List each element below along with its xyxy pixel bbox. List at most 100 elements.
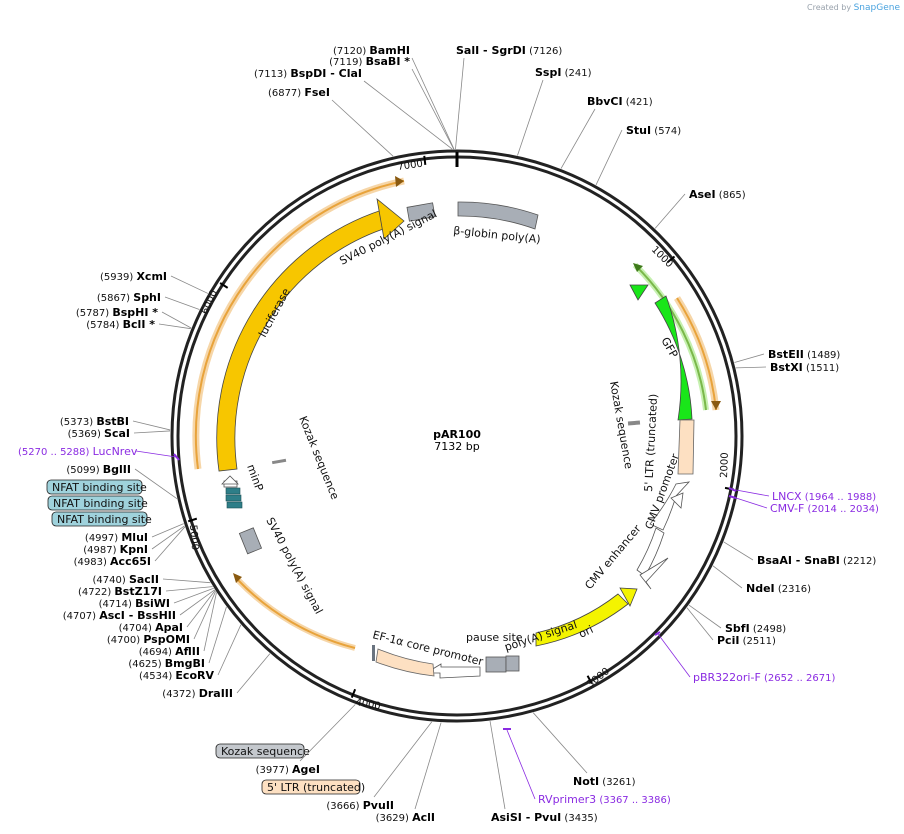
enzyme-noti[interactable]: NotI (3261) [573,775,636,788]
leader-ndei [712,565,743,589]
enzyme-label-aflii: (4694) AflII [139,645,200,658]
snapgene-logo: SnapGene [853,3,900,13]
enzyme-ecorv[interactable]: (4534) EcoRV [139,669,214,682]
enzyme-xcmi[interactable]: (5939) XcmI [100,270,167,283]
enzyme-apai[interactable]: (4704) ApaI [119,621,183,634]
enzyme-label-bmgbi: (4625) BmgBI [128,657,205,670]
nfat-site-1[interactable] [225,487,241,495]
enzyme-aflii[interactable]: (4694) AflII [139,645,200,658]
enzyme-label-bamhi: (7120) BamHI [333,44,410,57]
pause-site-feature[interactable] [505,655,520,672]
primer-pbr322ori-f[interactable]: pBR322ori-F (2652 .. 2671) [693,671,835,684]
enzyme-sphi[interactable]: (5867) SphI [97,291,161,304]
nfat-label-1[interactable]: NFAT binding site [46,479,147,495]
cmv-promoter-arrowhead [670,492,684,509]
leader-sbfi [688,604,722,629]
cmv-enhancer-feature[interactable] [636,527,665,577]
leader-kpni [151,525,185,550]
enzyme-sbfi[interactable]: SbfI (2498) [725,622,786,635]
nfat-label-3[interactable]: NFAT binding site [51,511,152,527]
enzyme-bsaai[interactable]: BsaAI - SnaBI (2212) [757,554,876,567]
enzyme-pcii[interactable]: PciI (2511) [717,634,776,647]
enzyme-stui[interactable]: StuI (574) [626,124,681,137]
primer-mark-lncx [728,487,737,492]
leader-bstbi [132,420,171,431]
enzyme-label-fsei: (6877) FseI [268,86,330,99]
enzyme-bcli[interactable]: (5784) BclI * [86,318,155,331]
sv40-polya-bottom-feature[interactable] [238,527,263,555]
enzyme-acc65i[interactable]: (4983) Acc65I [74,555,151,568]
enzyme-label-xcmi: (5939) XcmI [100,270,167,283]
gfp-orf-inner-arrow [633,263,643,272]
enzyme-draiii[interactable]: (4372) DraIII [162,687,233,700]
enzyme-scai[interactable]: (5369) ScaI [68,427,130,440]
leader-bspdi [363,80,453,150]
betaglobin-label: β-globin poly(A) [453,224,542,246]
enzyme-bstz17i[interactable]: (4722) BstZ17I [78,585,162,598]
primer-leader-rvprimer3 [506,729,536,800]
enzyme-label-agei: (3977) AgeI [256,763,320,776]
enzyme-bmgbi[interactable]: (4625) BmgBI [128,657,205,670]
enzyme-kpni[interactable]: (4987) KpnI [83,543,148,556]
primer-lucnrev[interactable]: (5270 .. 5288) LucNrev [18,445,138,458]
kozak-bottom-box[interactable]: Kozak sequence [215,743,310,759]
enzyme-asei[interactable]: AseI (865) [689,188,746,201]
enzyme-label-asei: AseI (865) [689,188,746,201]
ori-label: ori [577,623,595,641]
enzyme-asci[interactable]: (4707) AscI - BssHII [63,609,176,622]
ltr-label: 5' LTR (truncated) [642,393,660,492]
ef1a-promoter-feature[interactable] [375,648,435,677]
leader-asisi [489,721,506,810]
primer-cmv-f[interactable]: CMV-F (2014 .. 2034) [770,502,879,515]
enzyme-mlui[interactable]: (4997) MluI [85,531,148,544]
nfat-site-2[interactable] [225,494,242,502]
enzyme-ndei[interactable]: NdeI (2316) [746,582,811,595]
enzyme-label-acc65i: (4983) Acc65I [74,555,151,568]
enzyme-agei[interactable]: (3977) AgeI [256,763,320,776]
luciferase-arrowhead [376,198,405,240]
sv40-polya-top-feature[interactable] [406,202,436,222]
primer-leader-lucnrev [135,450,177,458]
ltr-bottom-box[interactable]: 5' LTR (truncated) [261,779,365,795]
enzyme-bsteii[interactable]: BstEII (1489) [768,348,840,361]
enzyme-asisi[interactable]: AsiSI - PvuI (3435) [491,811,598,824]
primer-lncx[interactable]: LNCX (1964 .. 1988) [772,490,876,503]
luciferase-orf-line [194,180,405,470]
betaglobin-polya-feature[interactable] [457,201,539,230]
enzyme-pvuii[interactable]: (3666) PvuII [326,799,394,812]
leader-bsabi [411,68,455,150]
polya-signal-feature[interactable] [485,656,507,673]
enzyme-bsphi[interactable]: (5787) BspHI * [76,306,158,319]
tick-label-5000: 5000 [187,524,200,550]
enzyme-bspdi[interactable]: (7113) BspDI - ClaI [254,67,362,80]
tick-1000 [666,255,676,264]
ori-feature[interactable] [535,593,629,647]
enzyme-label-pvuii: (3666) PvuII [326,799,394,812]
enzyme-label-bstbi: (5373) BstBI [60,415,129,428]
enzyme-acli[interactable]: (3629) AclI [376,811,435,824]
enzyme-label-sali: SalI - SgrDI (7126) [456,44,562,57]
enzyme-fsei[interactable]: (6877) FseI [268,86,330,99]
enzyme-sali[interactable]: SalI - SgrDI (7126) [456,44,562,57]
leader-bsphi [161,311,192,329]
enzyme-label-bsabi: (7119) BsaBI * [329,55,410,68]
enzyme-bstxi[interactable]: BstXI (1511) [770,361,839,374]
primer-rvprimer3[interactable]: RVprimer3 (3367 .. 3386) [538,793,671,806]
enzyme-pspomi[interactable]: (4700) PspOMI [107,633,190,646]
enzyme-bamhi[interactable]: (7120) BamHI [333,44,410,57]
enzyme-bglii[interactable]: (5099) BglII [66,463,131,476]
gfp-feature[interactable] [654,295,693,421]
enzyme-bbvci[interactable]: BbvCI (421) [587,95,653,108]
nfat-label-2[interactable]: NFAT binding site [47,495,148,511]
nfat-site-3[interactable] [226,501,243,509]
enzyme-sacii[interactable]: (4740) SacII [93,573,160,586]
enzyme-label-asci: (4707) AscI - BssHII [63,609,176,622]
enzyme-bsiwi[interactable]: (4714) BsiWI [99,597,170,610]
leader-xcmi [170,275,209,294]
tick-label-6000: 6000 [200,288,220,316]
enzyme-bstbi[interactable]: (5373) BstBI [60,415,129,428]
enzyme-sspi[interactable]: SspI (241) [535,66,592,79]
enzyme-bsabi[interactable]: (7119) BsaBI * [329,55,410,68]
ltr-truncated-feature[interactable] [677,419,695,475]
